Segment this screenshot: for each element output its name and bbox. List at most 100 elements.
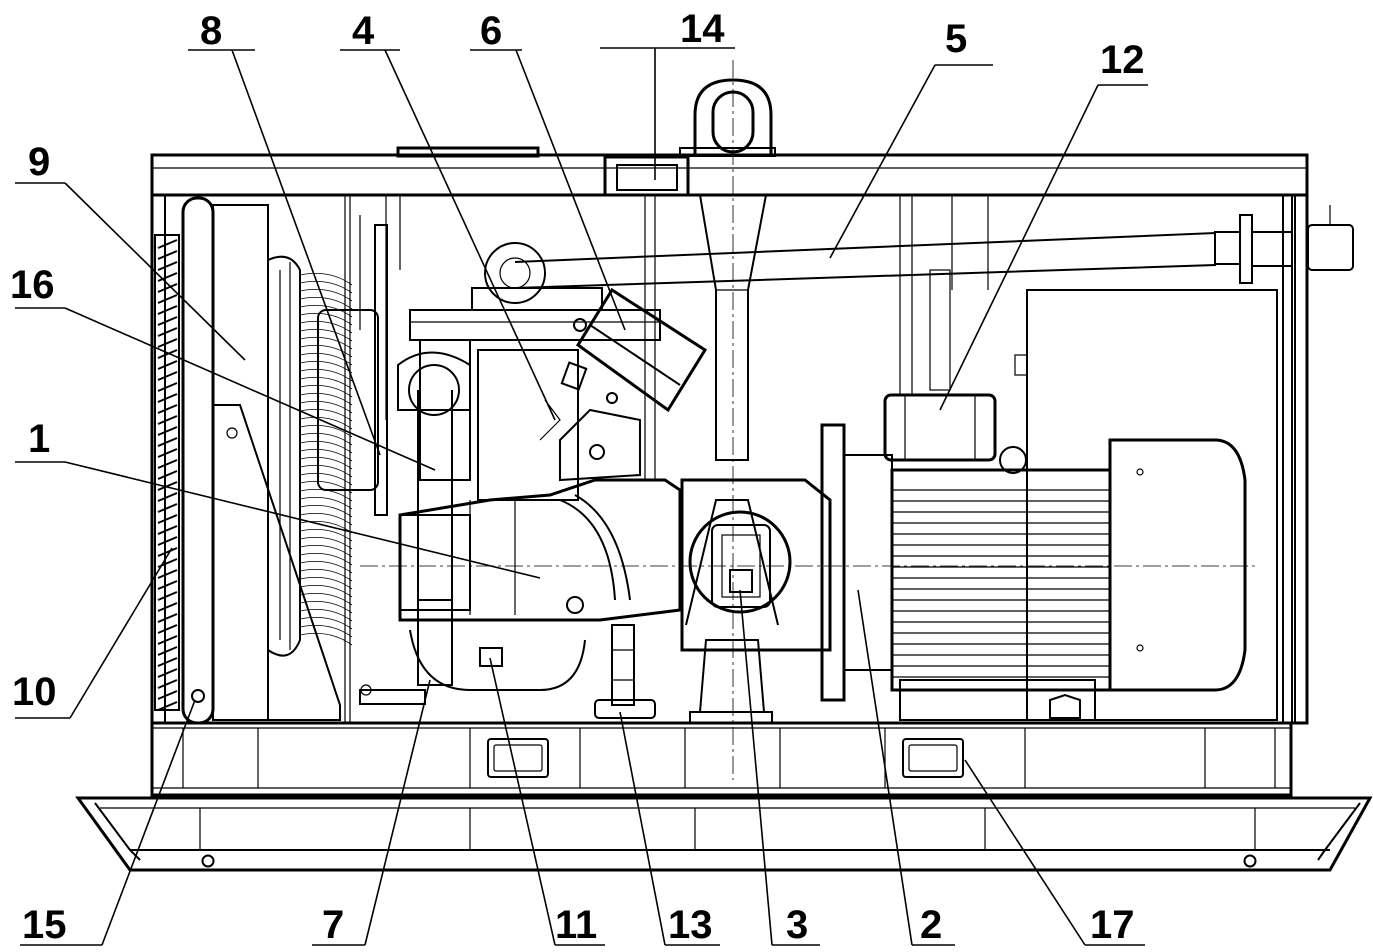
fan-fin: [299, 352, 353, 366]
oil-sump: [409, 600, 586, 691]
fan-fin: [299, 384, 353, 398]
top-pipe: [484, 205, 1354, 304]
callout-4: 4: [352, 9, 375, 53]
fan-fin: [299, 432, 353, 446]
air-end: [360, 478, 1255, 622]
drawing-stroke: [157, 272, 178, 282]
fan-fin: [299, 368, 353, 382]
drawing-stroke: [157, 701, 178, 711]
discharge-pipe: [397, 351, 471, 611]
fan-fin: [299, 616, 353, 630]
drawing-stroke: [157, 657, 178, 667]
fan-fin: [299, 560, 353, 574]
drawing-stroke: [157, 239, 178, 249]
fan-fin: [299, 552, 353, 566]
fan-fin: [299, 624, 353, 638]
fan-fin: [299, 464, 353, 478]
drawing-stroke: [157, 371, 178, 381]
drawing-stroke: [157, 250, 178, 260]
lifting-eye: [679, 60, 776, 780]
fan-fin: [299, 536, 353, 550]
fan-fin: [299, 568, 353, 582]
callout-12: 12: [1100, 38, 1145, 82]
drawing-stroke: [157, 492, 178, 502]
fan-fin: [299, 512, 353, 526]
drawing-stroke: [157, 382, 178, 392]
fan-fin: [299, 360, 353, 374]
callouts: 8 4 6 14 5 12 9 16 1 10 15 7 11 13 3 2 1…: [10, 7, 1145, 947]
drawing-stroke: [157, 503, 178, 513]
drawing-stroke: [157, 448, 178, 458]
fan-fin: [299, 416, 353, 430]
separator-tank: [409, 287, 661, 501]
fan-fin: [299, 520, 353, 534]
fan-fin: [299, 576, 353, 590]
fan-fin: [299, 400, 353, 414]
drawing-stroke: [157, 404, 178, 414]
foot-support: [359, 624, 656, 719]
control-panel: [1014, 194, 1296, 724]
callout-7: 7: [322, 903, 344, 947]
fan-fin: [299, 296, 353, 310]
motor: [820, 393, 1247, 721]
drawing-stroke: [157, 459, 178, 469]
drawing-stroke: [157, 470, 178, 480]
fan-fin: [299, 336, 353, 350]
drawing-stroke: [157, 316, 178, 326]
fan-fin: [299, 272, 353, 286]
fan-fin: [299, 304, 353, 318]
drawing-stroke: [157, 415, 178, 425]
drawing-stroke: [157, 613, 178, 623]
drawing-stroke: [157, 580, 178, 590]
inlet-valve: [539, 361, 641, 482]
drawing-stroke: [157, 294, 178, 304]
callout-10: 10: [12, 670, 57, 714]
callout-5: 5: [945, 17, 967, 61]
drawing-stroke: [157, 338, 178, 348]
drawing-stroke: [157, 393, 178, 403]
drawing-stroke: [157, 569, 178, 579]
internal-struts: [385, 195, 989, 480]
fan-fin: [299, 424, 353, 438]
drawing-stroke: [157, 635, 178, 645]
callout-14: 14: [680, 7, 725, 51]
fan-fin: [299, 376, 353, 390]
fan-fin: [299, 392, 353, 406]
drawing-stroke: [157, 283, 178, 293]
drawing-stroke: [157, 679, 178, 689]
drawing-stroke: [157, 591, 178, 601]
fan-fin: [299, 408, 353, 422]
drawing-stroke: [157, 690, 178, 700]
drawing-stroke: [157, 481, 178, 491]
callout-13: 13: [668, 903, 713, 947]
callout-6: 6: [480, 9, 502, 53]
fan-fin: [299, 632, 353, 646]
top-bracket: [603, 155, 690, 197]
leader-lines: [15, 47, 1148, 946]
callout-15: 15: [22, 903, 67, 947]
fan-fin: [299, 600, 353, 614]
drawing-stroke: [157, 327, 178, 337]
fan-fin: [299, 592, 353, 606]
callout-1: 1: [28, 417, 50, 461]
drawing-stroke: [157, 437, 178, 447]
drawing-stroke: [157, 668, 178, 678]
callout-9: 9: [28, 140, 50, 184]
fan: [267, 215, 388, 657]
fan-fin: [299, 504, 353, 518]
fan-fin: [299, 344, 353, 358]
fan-fin: [299, 328, 353, 342]
callout-8: 8: [200, 9, 222, 53]
drawing-stroke: [157, 547, 178, 557]
fan-fin: [299, 472, 353, 486]
coupling-housing: [680, 478, 832, 652]
drawing-stroke: [157, 602, 178, 612]
callout-2: 2: [920, 903, 942, 947]
drawing-stroke: [157, 646, 178, 656]
radiator: [154, 196, 341, 725]
drawing-stroke: [157, 525, 178, 535]
callout-16: 16: [10, 263, 55, 307]
callout-17: 17: [1090, 903, 1135, 947]
drawing-stroke: [157, 624, 178, 634]
